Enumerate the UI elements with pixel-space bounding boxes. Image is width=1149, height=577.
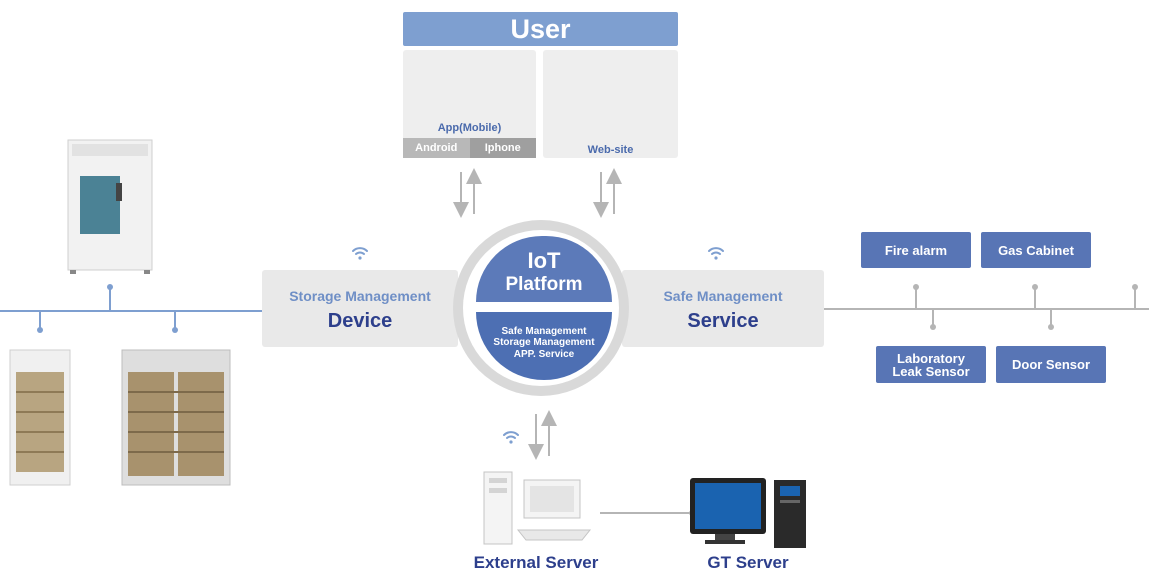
platform-title: Platform — [505, 274, 583, 295]
device-label: Device — [327, 310, 393, 332]
leak-sensor-line1: Laboratory — [897, 350, 965, 366]
safe-management-service-line: Safe Management — [501, 326, 587, 337]
iphone-label[interactable]: Iphone — [469, 138, 536, 158]
bus-node — [107, 284, 113, 290]
leak-sensor-line2: Leak Sensor — [892, 363, 970, 379]
bus-node — [172, 327, 178, 333]
wifi-icon — [708, 247, 724, 260]
website-card[interactable]: Web-site — [543, 50, 678, 158]
safe-management-label: Safe Management — [663, 288, 783, 304]
storage-management-panel: Storage Management Device — [262, 270, 458, 347]
storage-cabinet-icon — [121, 349, 231, 486]
gas-cabinet-box[interactable]: Gas Cabinet — [981, 232, 1091, 268]
external-server-icon — [483, 471, 592, 545]
android-label[interactable]: Android — [403, 138, 470, 158]
storage-management-service-line: Storage Management — [493, 337, 595, 348]
wifi-icon — [503, 431, 519, 444]
fire-alarm-box[interactable]: Fire alarm — [861, 232, 971, 268]
user-header: User — [403, 12, 678, 46]
door-sensor-box[interactable]: Door Sensor — [996, 346, 1106, 383]
user-arrows — [453, 168, 622, 460]
storage-management-label: Storage Management — [289, 288, 431, 304]
gt-server-icon — [690, 478, 806, 548]
laboratory-leak-sensor-box[interactable]: Laboratory Leak Sensor — [876, 346, 986, 383]
iot-title: IoT — [527, 248, 561, 273]
bus-node — [37, 327, 43, 333]
external-server-label: External Server — [473, 553, 599, 572]
sensor-bus-line — [824, 287, 1149, 327]
os-bar: Android Iphone — [403, 138, 536, 158]
service-label: Service — [687, 310, 759, 332]
app-service-line: APP. Service — [513, 349, 575, 360]
storage-cabinet-icon — [67, 139, 153, 274]
app-mobile-card[interactable]: App(Mobile) Android Iphone — [403, 50, 536, 158]
wifi-icon — [352, 247, 368, 260]
gt-server-label: GT Server — [707, 553, 789, 572]
app-mobile-label: App(Mobile) — [437, 122, 502, 134]
device-bus-line — [0, 287, 262, 330]
storage-cabinet-icon — [9, 349, 71, 486]
safe-management-panel: Safe Management Service — [622, 270, 824, 347]
website-label: Web-site — [587, 144, 634, 156]
